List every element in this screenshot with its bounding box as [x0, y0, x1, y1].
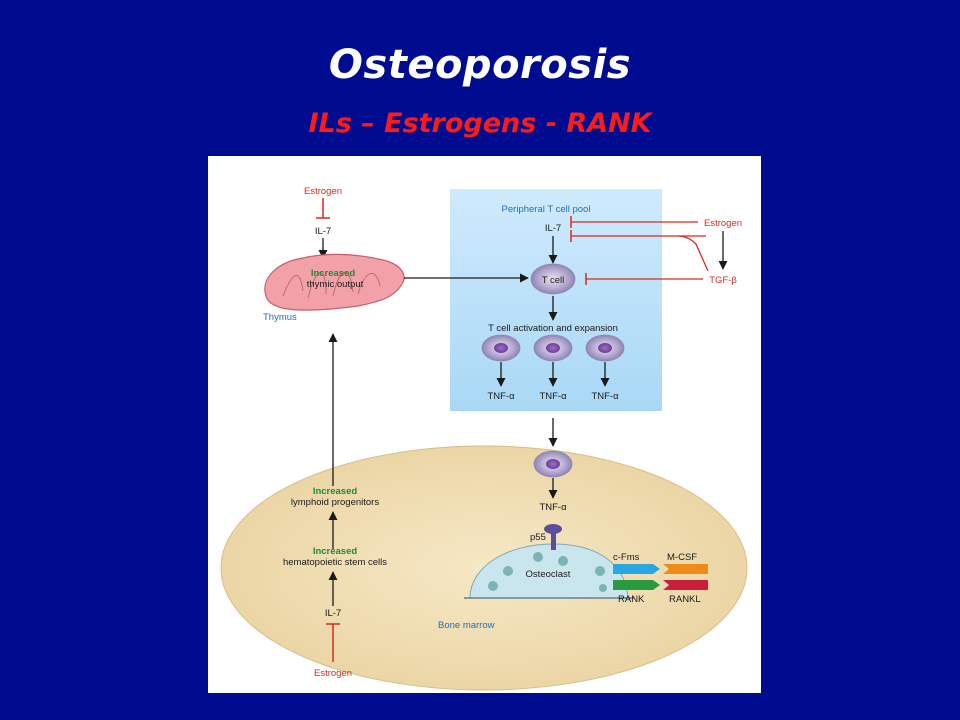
- cfms-mcsf-bars: [613, 564, 708, 574]
- p55-label: p55: [530, 532, 546, 543]
- hsc-label: hematopoietic stem cells: [283, 557, 387, 568]
- rank-rankl-bars: [613, 580, 708, 590]
- osteoporosis-diagram: Estrogen IL-7 Increased thymic output Th…: [208, 156, 761, 693]
- cfms-label: c-Fms: [613, 552, 640, 563]
- thymus-increased-label: Increased: [311, 268, 356, 279]
- estrogen-top-label: Estrogen: [304, 186, 342, 197]
- marrow-tcell: [533, 450, 573, 478]
- tnf-alpha-label-3: TNF-α: [591, 391, 619, 402]
- tcell: [530, 263, 576, 295]
- il7-top-label: IL-7: [315, 226, 331, 237]
- osteoclast: [464, 524, 634, 599]
- peripheral-tcell-pool: [450, 189, 662, 411]
- lymphoid-progenitors-label: lymphoid progenitors: [291, 497, 379, 508]
- bone-marrow-label: Bone marrow: [438, 620, 495, 631]
- thymus-label: Thymus: [263, 312, 297, 323]
- il7-bottom-label: IL-7: [325, 608, 341, 619]
- slide-title: Osteoporosis: [328, 42, 632, 88]
- thymic-output-label: thymic output: [307, 279, 364, 290]
- rankl-label: RANKL: [669, 594, 701, 605]
- activation-label: T cell activation and expansion: [488, 323, 618, 334]
- mcsf-label: M-CSF: [667, 552, 697, 563]
- thymus-organ: [264, 253, 405, 311]
- pool-label: Peripheral T cell pool: [502, 204, 591, 215]
- tnf-alpha-label-2: TNF-α: [539, 391, 567, 402]
- il7-pool-label: IL-7: [545, 223, 561, 234]
- tnf-alpha-marrow-label: TNF-α: [539, 502, 567, 513]
- hsc-increased-label: Increased: [313, 546, 358, 557]
- tgf-beta-label: TGF-β: [709, 275, 737, 286]
- tcell-label: T cell: [542, 275, 565, 286]
- expanded-tcells: [481, 334, 625, 362]
- lymphoid-increased-label: Increased: [313, 486, 358, 497]
- rank-label: RANK: [618, 594, 645, 605]
- slide-subtitle: ILs – Estrogens - RANK: [308, 108, 652, 139]
- osteoclast-label: Osteoclast: [526, 569, 571, 580]
- tnf-alpha-label-1: TNF-α: [487, 391, 515, 402]
- estrogen-right-label: Estrogen: [704, 218, 742, 229]
- estrogen-bottom-label: Estrogen: [314, 668, 352, 679]
